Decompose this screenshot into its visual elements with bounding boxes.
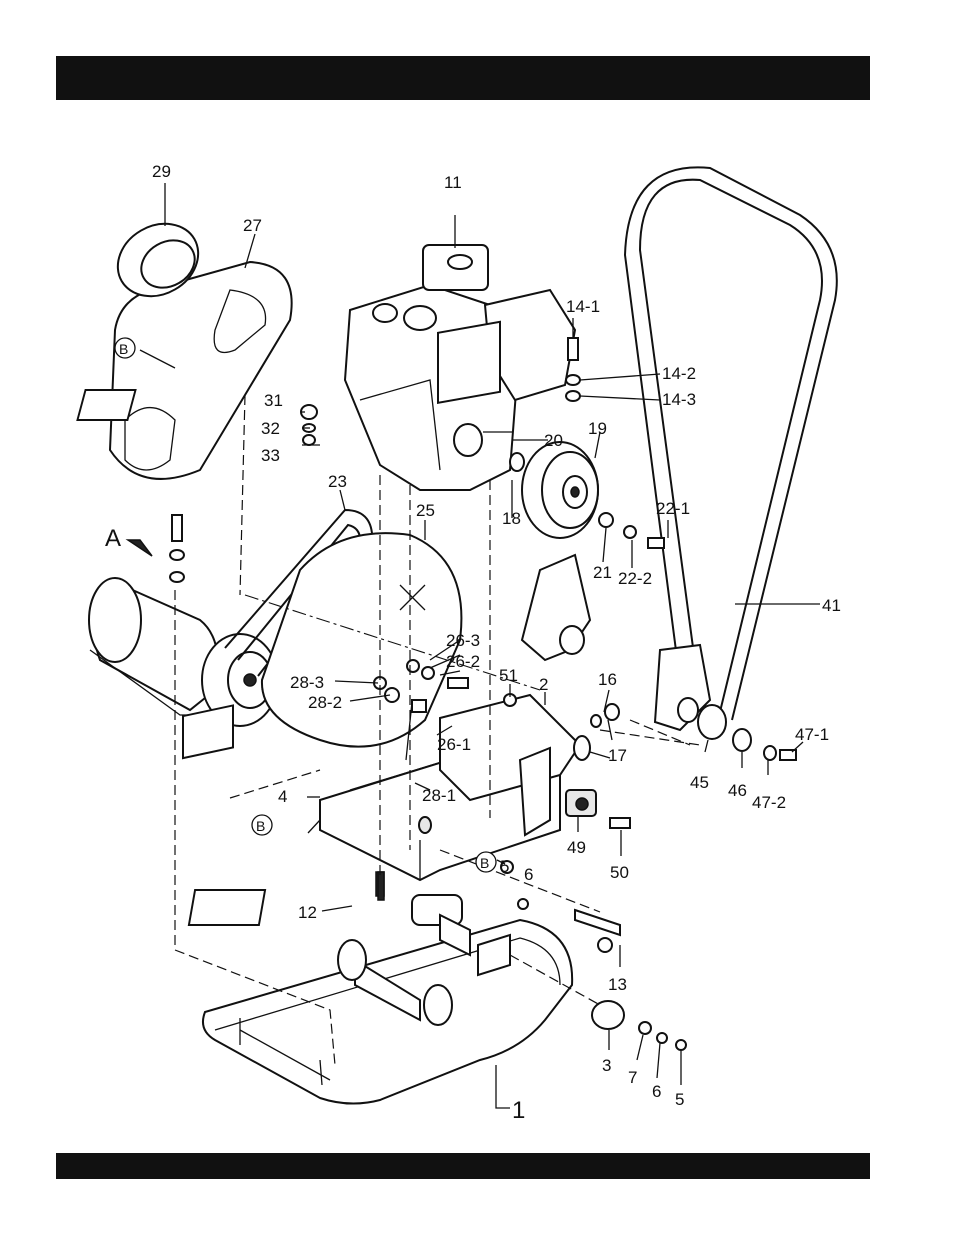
callout-47-1: 47-1 [795, 725, 829, 744]
callout-7: 7 [628, 1068, 637, 1087]
callout-16: 16 [598, 670, 617, 689]
rubber-cushion [566, 790, 596, 816]
callout-23: 23 [328, 472, 347, 491]
callout-21: 21 [593, 563, 612, 582]
base-plate [203, 920, 572, 1104]
callout-47-2: 47-2 [752, 793, 786, 812]
callout-6a: 6 [524, 865, 533, 884]
callout-32: 32 [261, 419, 280, 438]
callout-41: 41 [822, 596, 841, 615]
guard-bracket [522, 555, 590, 660]
callout-13: 13 [608, 975, 627, 994]
callout-4: 4 [278, 787, 287, 806]
callout-27: 27 [243, 216, 262, 235]
callout-51: 51 [499, 666, 518, 685]
callout-14-3: 14-3 [662, 390, 696, 409]
clutch-pulley [510, 442, 598, 538]
callout-3: 3 [602, 1056, 611, 1075]
callout-14-1: 14-1 [566, 297, 600, 316]
callout-29: 29 [152, 162, 171, 181]
callout-6b: 6 [652, 1082, 661, 1101]
callout-19: 19 [588, 419, 607, 438]
callout-46: 46 [728, 781, 747, 800]
belt-cover [262, 533, 461, 746]
callout-28-1: 28-1 [422, 786, 456, 805]
ref-b-marker-2: B [252, 815, 272, 835]
callout-11: 11 [444, 173, 462, 192]
callout-28-2: 28-2 [308, 693, 342, 712]
callout-5a: 5 [500, 857, 509, 876]
svg-text:A: A [105, 525, 121, 552]
exciter-unit [89, 578, 278, 726]
callout-26-2: 26-2 [446, 652, 480, 671]
callout-18: 18 [502, 509, 521, 528]
callout-5b: 5 [675, 1090, 684, 1109]
handle [625, 167, 837, 730]
callout-45: 45 [690, 773, 709, 792]
callout-28-3: 28-3 [290, 673, 324, 692]
callout-26-3: 26-3 [446, 631, 480, 650]
callout-25: 25 [416, 501, 435, 520]
view-a-marker: A [105, 525, 152, 556]
callout-33: 33 [261, 446, 280, 465]
callout-1: 1 [512, 1097, 525, 1124]
callout-14-2: 14-2 [662, 364, 696, 383]
callout-50: 50 [610, 863, 629, 882]
callout-20: 20 [544, 431, 563, 450]
callout-2: 2 [539, 675, 548, 694]
callout-22-2: 22-2 [618, 569, 652, 588]
drive-belt [77, 210, 291, 479]
callout-49: 49 [567, 838, 586, 857]
callout-17: 17 [608, 746, 627, 765]
ref-b-marker-3: B [476, 852, 496, 872]
svg-text:B: B [256, 818, 265, 834]
ref-b-marker-1: B [115, 338, 135, 358]
svg-text:B: B [119, 341, 128, 357]
svg-text:B: B [480, 855, 489, 871]
callout-31: 31 [264, 391, 283, 410]
callout-12: 12 [298, 903, 317, 922]
callout-26-1: 26-1 [437, 735, 471, 754]
callout-22-1: 22-1 [656, 499, 690, 518]
